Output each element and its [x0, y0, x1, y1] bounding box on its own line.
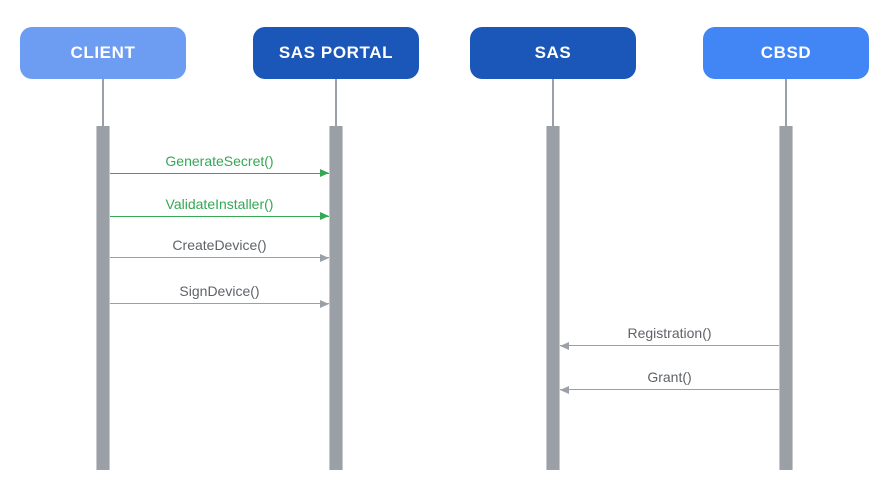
arrowhead-right-icon	[320, 299, 329, 308]
message-line	[560, 341, 779, 350]
message-line	[110, 212, 329, 220]
actor-label-client: CLIENT	[70, 43, 136, 62]
actor-label-sas: SAS	[534, 43, 572, 62]
activation-bar-cbsd	[779, 126, 793, 470]
arrowhead-right-icon	[320, 212, 329, 220]
actor-label-sas-portal: SAS PORTAL	[278, 43, 394, 62]
arrowhead-right-icon	[320, 169, 329, 177]
lifeline-stem-cbsd	[785, 79, 787, 126]
message-label: Grant()	[647, 369, 692, 385]
arrowhead-left-icon	[560, 385, 569, 394]
message-line	[110, 253, 329, 262]
message-grant: Grant()	[560, 368, 779, 394]
message-generate-secret: GenerateSecret()	[110, 152, 329, 177]
actor-label-cbsd: CBSD	[760, 43, 812, 62]
message-line	[110, 299, 329, 308]
message-label: CreateDevice()	[172, 237, 267, 253]
actor-box-cbsd: CBSD	[703, 27, 869, 79]
arrowhead-right-icon	[320, 253, 329, 262]
actor-box-sas: SAS	[470, 27, 636, 79]
lifeline-stem-sas	[552, 79, 554, 126]
message-create-device: CreateDevice()	[110, 236, 329, 262]
message-line	[110, 169, 329, 177]
activation-bar-sas-portal	[329, 126, 343, 470]
lifeline-stem-client	[102, 79, 104, 126]
message-label: GenerateSecret()	[165, 153, 274, 169]
message-label: ValidateInstaller()	[165, 196, 274, 212]
message-registration: Registration()	[560, 324, 779, 350]
message-line	[560, 385, 779, 394]
activation-bar-sas	[546, 126, 560, 470]
message-sign-device: SignDevice()	[110, 282, 329, 308]
activation-bar-client	[96, 126, 110, 470]
actor-box-client: CLIENT	[20, 27, 186, 79]
arrowhead-left-icon	[560, 341, 569, 350]
message-label: Registration()	[627, 325, 712, 341]
lifeline-stem-sas-portal	[335, 79, 337, 126]
message-validate-installer: ValidateInstaller()	[110, 195, 329, 220]
message-label: SignDevice()	[179, 283, 260, 299]
actor-box-sas-portal: SAS PORTAL	[253, 27, 419, 79]
